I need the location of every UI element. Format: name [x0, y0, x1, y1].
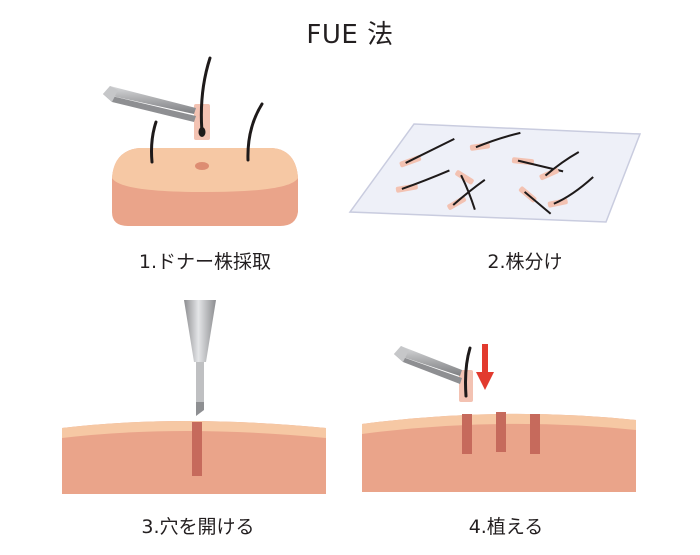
sorting-sheet — [348, 123, 642, 223]
step4-illustration — [362, 344, 636, 492]
step1-label: 1.ドナー株採取 — [138, 251, 272, 273]
graft-item — [539, 151, 580, 181]
tweezers-icon — [394, 346, 462, 384]
graft-hair — [199, 56, 212, 134]
scalp-skin — [362, 413, 636, 492]
donor-hair — [246, 102, 264, 162]
graft-item — [469, 131, 521, 151]
graft-item — [399, 137, 455, 168]
graft-item — [547, 176, 594, 208]
graft-item — [518, 186, 552, 215]
page-title: FUE 法 — [306, 20, 394, 50]
down-arrow-icon — [476, 344, 494, 390]
graft-item — [395, 169, 450, 193]
graft-item — [447, 178, 486, 210]
extraction-hole — [195, 162, 209, 170]
tweezers-icon — [103, 86, 196, 122]
hair-bulb — [198, 127, 206, 137]
step3-label: 3.穴を開ける — [141, 516, 255, 538]
incision-channel — [496, 412, 506, 452]
incision-channel — [530, 414, 540, 454]
skin-block-top — [112, 148, 298, 192]
incision-channel — [462, 414, 472, 454]
step3-illustration — [62, 300, 326, 494]
step2-label: 2.株分け — [487, 251, 563, 273]
donor-hair — [150, 120, 158, 164]
step1-illustration — [103, 56, 298, 226]
punch-needle-icon — [184, 300, 216, 416]
step2-illustration — [348, 123, 642, 223]
step4-label: 4.植える — [468, 516, 544, 538]
incision-channel — [192, 422, 202, 476]
graft-hair — [464, 346, 472, 398]
